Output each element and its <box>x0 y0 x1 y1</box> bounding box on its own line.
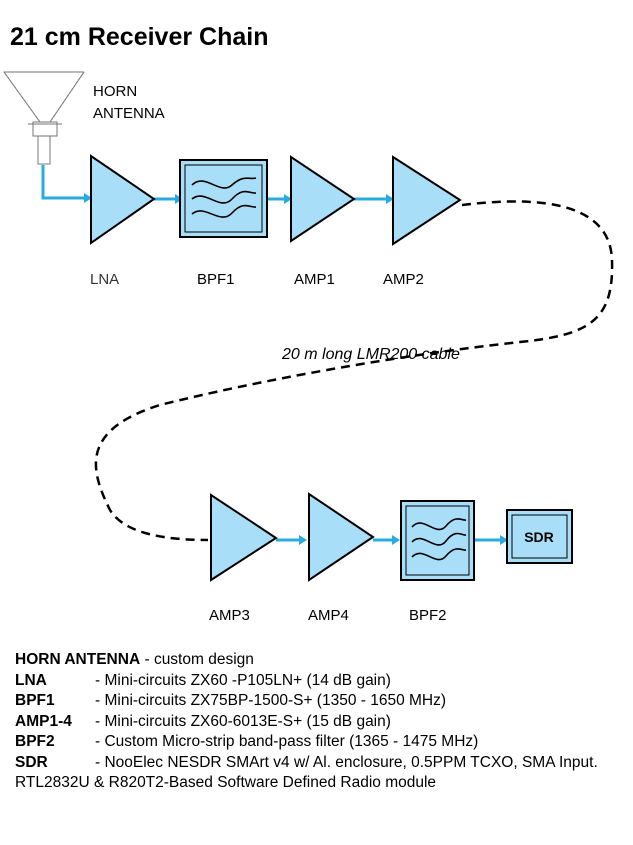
legend-separator: - <box>95 733 105 750</box>
legend-row-bpf1: BPF1 - Mini-circuits ZX75BP-1500-S+ (1350… <box>15 691 625 712</box>
amp3-amplifier-icon <box>210 493 278 582</box>
amp4-amplifier-icon <box>308 492 375 582</box>
amp1-amplifier-icon <box>290 155 356 243</box>
legend-row-sdr: SDR - NooElec NESDR SMArt v4 w/ Al. enclo… <box>15 753 625 794</box>
horn-antenna-label-line2: ANTENNA <box>93 105 165 122</box>
legend-key: LNA <box>15 671 47 689</box>
legend-description: custom design <box>153 651 254 668</box>
amp2-amplifier-icon <box>392 155 462 246</box>
cable-label: 20 m long LMR200 cable <box>281 346 460 363</box>
legend-row-horn: HORN ANTENNA - custom design <box>15 650 625 671</box>
receiver-chain-diagram: HORN ANTENNA LNA BPF1 AMP1 AMP2 20 m lon… <box>3 71 614 624</box>
horn-antenna-label-line1: HORN <box>93 83 137 100</box>
legend-row-amp: AMP1-4 - Mini-circuits ZX60-6013E-S+ (15 … <box>15 712 625 733</box>
legend-separator: - <box>95 671 105 689</box>
legend-description: Custom Micro-strip band-pass filter (136… <box>104 733 479 750</box>
horn-antenna-icon <box>3 71 85 165</box>
legend-key: BPF2 <box>15 733 55 750</box>
bpf1-filter-icon <box>179 159 268 238</box>
bpf1-label: BPF1 <box>197 271 235 288</box>
legend-description: NooElec NESDR SMArt v4 w/ Al. enclosure,… <box>15 753 598 792</box>
legend-row-bpf2: BPF2 - Custom Micro-strip band-pass filte… <box>15 732 625 753</box>
lna-amplifier-icon <box>90 154 156 245</box>
legend-description: Mini-circuits ZX60 -P105LN+ (14 dB gain) <box>104 671 391 689</box>
bpf2-filter-icon <box>400 500 475 581</box>
legend-separator: - <box>95 692 105 709</box>
legend-separator: - <box>95 712 105 730</box>
amp3-label: AMP3 <box>209 607 250 624</box>
coax-cable-line <box>94 200 614 542</box>
legend-separator: - <box>140 651 154 668</box>
signal-path-top <box>41 165 387 201</box>
component-legend: HORN ANTENNA - custom design LNA - Mini-c… <box>15 650 625 794</box>
legend-key: AMP1-4 <box>15 712 72 730</box>
signal-arrowheads-bottom <box>299 535 508 545</box>
legend-row-lna: LNA - Mini-circuits ZX60 -P105LN+ (14 dB … <box>15 671 625 692</box>
amp1-label: AMP1 <box>294 271 335 288</box>
legend-key: BPF1 <box>15 692 55 709</box>
lna-label: LNA <box>90 271 119 288</box>
legend-separator: - <box>95 753 105 771</box>
legend-key: SDR <box>15 753 48 771</box>
amp4-label: AMP4 <box>308 607 349 624</box>
sdr-module-icon <box>506 509 573 564</box>
diagram-title: 21 cm Receiver Chain <box>10 23 269 51</box>
legend-description: Mini-circuits ZX75BP-1500-S+ (1350 - 165… <box>104 692 447 709</box>
sdr-label: SDR <box>524 529 554 545</box>
legend-key: HORN ANTENNA <box>15 651 141 668</box>
bpf2-label: BPF2 <box>409 607 447 624</box>
amp2-label: AMP2 <box>383 271 424 288</box>
legend-description: Mini-circuits ZX60-6013E-S+ (15 dB gain) <box>104 712 391 730</box>
